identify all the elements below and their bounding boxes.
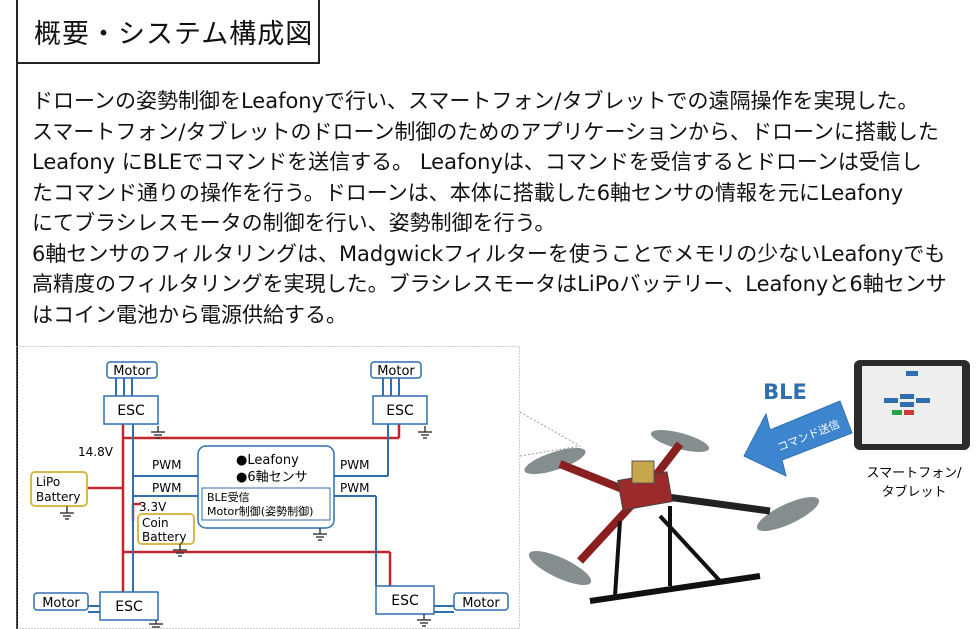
ground-icon [173, 544, 187, 557]
esc-label: ESC [386, 403, 414, 419]
tablet-ui-block [906, 371, 918, 376]
lipo-label-1: LiPo [36, 475, 60, 489]
esc-label: ESC [115, 599, 143, 615]
signal-lines [88, 376, 454, 613]
motor-label: Motor [377, 364, 415, 379]
lipo-battery: LiPo Battery [30, 471, 88, 507]
esc-label: ESC [117, 403, 145, 419]
device-label-2: タブレット [881, 484, 946, 500]
description-line: ドローンの姿勢制御をLeafonyで行い、スマートフォン/タブレットでの遠隔操作… [32, 89, 919, 113]
motor-bottom-left: Motor [33, 592, 89, 611]
ground-icon [313, 528, 327, 541]
system-wiring-diagram: Motor Motor ESC ESC Motor ESC ESC [16, 346, 520, 629]
description-line: 6軸センサのフィルタリングは、Madgwickフィルターを使うことでメモリの少な… [32, 241, 946, 266]
pwm-label: PWM [340, 481, 369, 495]
title-box: 概要・システム構成図 [16, 0, 320, 64]
description: ドローンの姿勢制御をLeafonyで行い、スマートフォン/タブレットでの遠隔操作… [32, 86, 967, 330]
pwm-label: PWM [340, 458, 369, 472]
esc-top-right: ESC [372, 395, 428, 425]
description-line: たコマンド通りの操作を行う。ドローンは、本体に搭載した6軸センサの情報を元にLe… [32, 180, 904, 205]
motor-top-left: Motor [106, 361, 158, 379]
esc-bottom-right: ESC [375, 585, 435, 615]
esc-bottom-left: ESC [99, 591, 159, 621]
motor-top-right: Motor [370, 361, 422, 379]
diagram-frame [16, 346, 520, 629]
esc-top-left: ESC [103, 395, 159, 425]
voltage-coin-label: 3.3V [139, 500, 167, 514]
esc-label: ESC [391, 593, 419, 609]
drone-illustration [524, 430, 820, 604]
motor-bottom-right: Motor [453, 592, 509, 611]
callout-line [520, 411, 581, 447]
voltage-main-label: 14.8V [78, 445, 114, 459]
description-line: スマートフォン/タブレットのドローン制御のためのアプリケーションから、ドローンに… [32, 119, 939, 144]
page-title: 概要・システム構成図 [34, 19, 314, 50]
description-line: にてブラシレスモータの制御を行い、姿勢制御を行う。 [32, 211, 556, 235]
tablet-illustration [854, 360, 970, 450]
command-arrow: コマンド送信 [743, 400, 853, 477]
controller-label-leafony: ●Leafony [236, 453, 299, 468]
ble-label: BLE [763, 380, 807, 404]
description-line: Leafony にBLEでコマンドを送信する。 Leafonyは、コマンドを受信… [32, 150, 922, 174]
drone-scene: BLE コマンド送信 スマートフォン/ タブレット [520, 360, 970, 604]
controller-label-sensor: ●6軸センサ [236, 470, 308, 485]
ground-icon [149, 620, 163, 628]
ground-symbols [60, 426, 432, 628]
pwm-label: PWM [152, 481, 181, 495]
pwm-label: PWM [152, 458, 181, 472]
motor-label: Motor [113, 364, 151, 379]
controller-function-motor: Motor制御(姿勢制御) [207, 504, 313, 518]
lipo-label-2: Battery [36, 490, 80, 504]
description-line: 高精度のフィルタリングを実現した。ブラシレスモータはLiPoバッテリー、Leaf… [32, 272, 947, 296]
ground-icon [418, 426, 432, 439]
ground-icon [60, 506, 74, 520]
device-label-1: スマートフォン/ [867, 466, 963, 481]
ground-icon [151, 426, 165, 439]
controller-function-ble: BLE受信 [207, 491, 250, 504]
ground-icon [417, 614, 431, 627]
coin-battery: Coin Battery [137, 513, 195, 545]
coin-label-1: Coin [142, 516, 169, 530]
coin-label-2: Battery [142, 530, 186, 544]
motor-label: Motor [42, 596, 80, 611]
motor-label: Motor [462, 596, 500, 611]
left-border [16, 0, 18, 629]
power-lines [88, 424, 401, 592]
leafony-controller: ●Leafony ●6軸センサ BLE受信 Motor制御(姿勢制御) [197, 445, 335, 529]
description-line: はコイン電池から電源供給する。 [32, 302, 347, 327]
